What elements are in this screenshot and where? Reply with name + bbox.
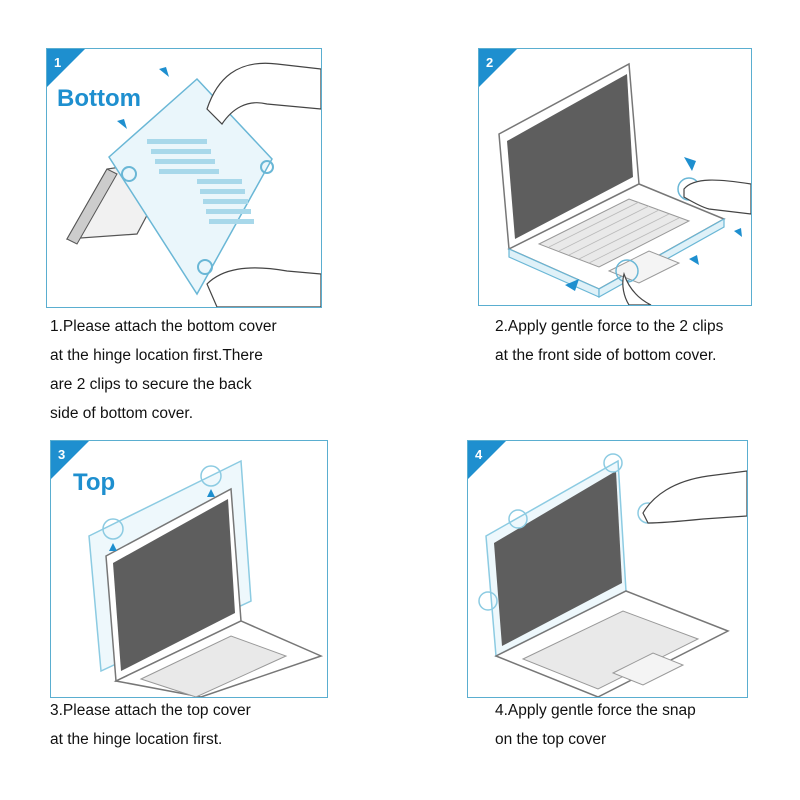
step-4-number: 4 bbox=[475, 447, 483, 462]
step-2: 2 2.Apply gentle force to the 2 clips at… bbox=[400, 0, 800, 430]
snap-top-cover-illustration bbox=[478, 453, 747, 697]
step-4-illustration: 4 bbox=[467, 440, 748, 698]
caption-line: 3.Please attach the top cover bbox=[50, 702, 251, 719]
step-1-heading: Bottom bbox=[57, 85, 141, 112]
step-2-caption: 2.Apply gentle force to the 2 clips at t… bbox=[495, 312, 723, 370]
badge-triangle-icon bbox=[51, 441, 89, 479]
step-3-badge: 3 bbox=[51, 441, 89, 479]
step-2-badge: 2 bbox=[479, 49, 517, 87]
caption-line: 4.Apply gentle force the snap bbox=[495, 702, 696, 719]
step-3-illustration: 3 Top bbox=[50, 440, 328, 698]
badge-triangle-icon bbox=[468, 441, 506, 479]
top-cover-illustration bbox=[88, 459, 324, 697]
step-3: 3 Top 3.Please attach the top cover at t… bbox=[0, 400, 400, 800]
laptop-bottom-clip-illustration bbox=[498, 62, 751, 305]
step-4: 4 4.Apply gentle force the snap on the t… bbox=[400, 400, 800, 800]
step-2-illustration: 2 bbox=[478, 48, 752, 306]
badge-triangle-icon bbox=[479, 49, 517, 87]
step-3-number: 3 bbox=[58, 447, 66, 462]
step-1-caption: 1.Please attach the bottom cover at the … bbox=[50, 312, 277, 428]
caption-line: 2.Apply gentle force to the 2 clips bbox=[495, 318, 724, 335]
caption-line: on the top cover bbox=[495, 731, 607, 748]
step-2-number: 2 bbox=[486, 55, 494, 70]
badge-triangle-icon bbox=[47, 49, 85, 87]
caption-line: at the hinge location first.There bbox=[50, 347, 263, 364]
step-1: 1 Bottom 1.Please attach the bottom cove… bbox=[0, 0, 400, 430]
caption-line: side of bottom cover. bbox=[50, 405, 194, 422]
caption-line: are 2 clips to secure the back bbox=[50, 376, 252, 393]
caption-line: 1.Please attach the bottom cover bbox=[50, 318, 277, 335]
step-1-number: 1 bbox=[54, 55, 62, 70]
step-1-illustration: 1 Bottom bbox=[46, 48, 322, 308]
caption-line: at the hinge location first. bbox=[50, 731, 223, 748]
step-4-badge: 4 bbox=[468, 441, 506, 479]
step-3-heading: Top bbox=[73, 469, 116, 496]
step-3-caption: 3.Please attach the top cover at the hin… bbox=[50, 696, 251, 754]
caption-line: at the front side of bottom cover. bbox=[495, 347, 717, 364]
step-1-badge: 1 bbox=[47, 49, 85, 87]
step-4-caption: 4.Apply gentle force the snap on the top… bbox=[495, 696, 696, 754]
bottom-cover-illustration bbox=[65, 62, 321, 307]
